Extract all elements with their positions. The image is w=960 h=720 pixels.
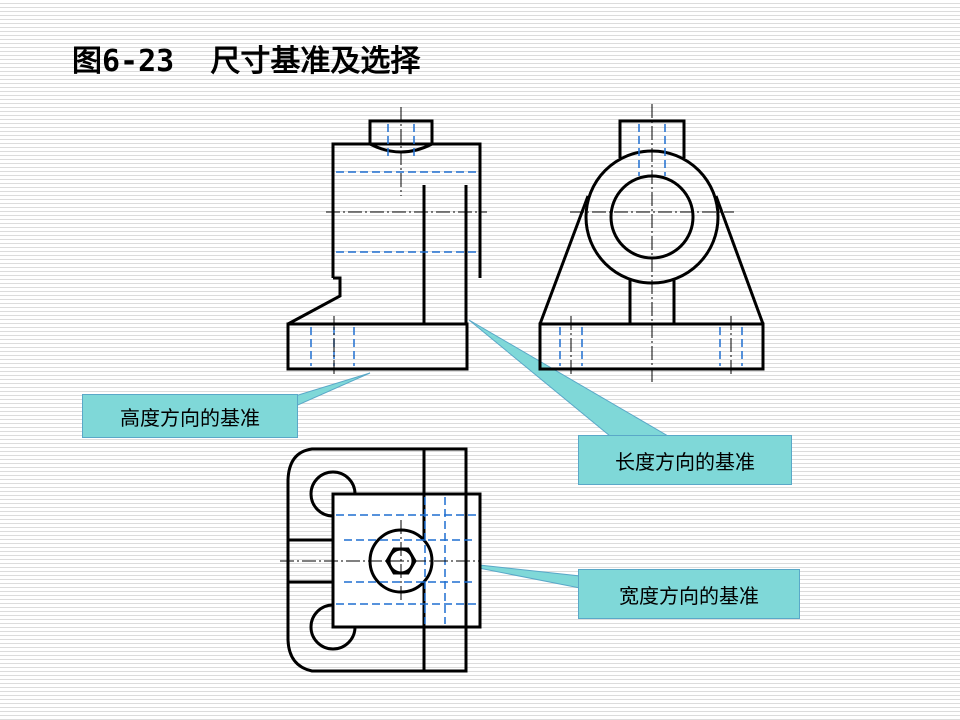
width-datum-callout: 宽度方向的基准 [578, 569, 800, 619]
top-view [286, 447, 482, 673]
page-title: 图6-23 尺寸基准及选择 [72, 44, 421, 79]
height-datum-callout: 高度方向的基准 [82, 394, 298, 438]
length-datum-callout: 长度方向的基准 [578, 435, 792, 485]
front-center-lines [326, 107, 487, 377]
top-center-lines [280, 520, 479, 602]
length-callout-pointer [468, 319, 670, 437]
front-view [286, 119, 482, 371]
front-hidden-lines [310, 124, 476, 366]
side-hidden-lines [559, 124, 743, 366]
side-center-lines [570, 104, 734, 384]
